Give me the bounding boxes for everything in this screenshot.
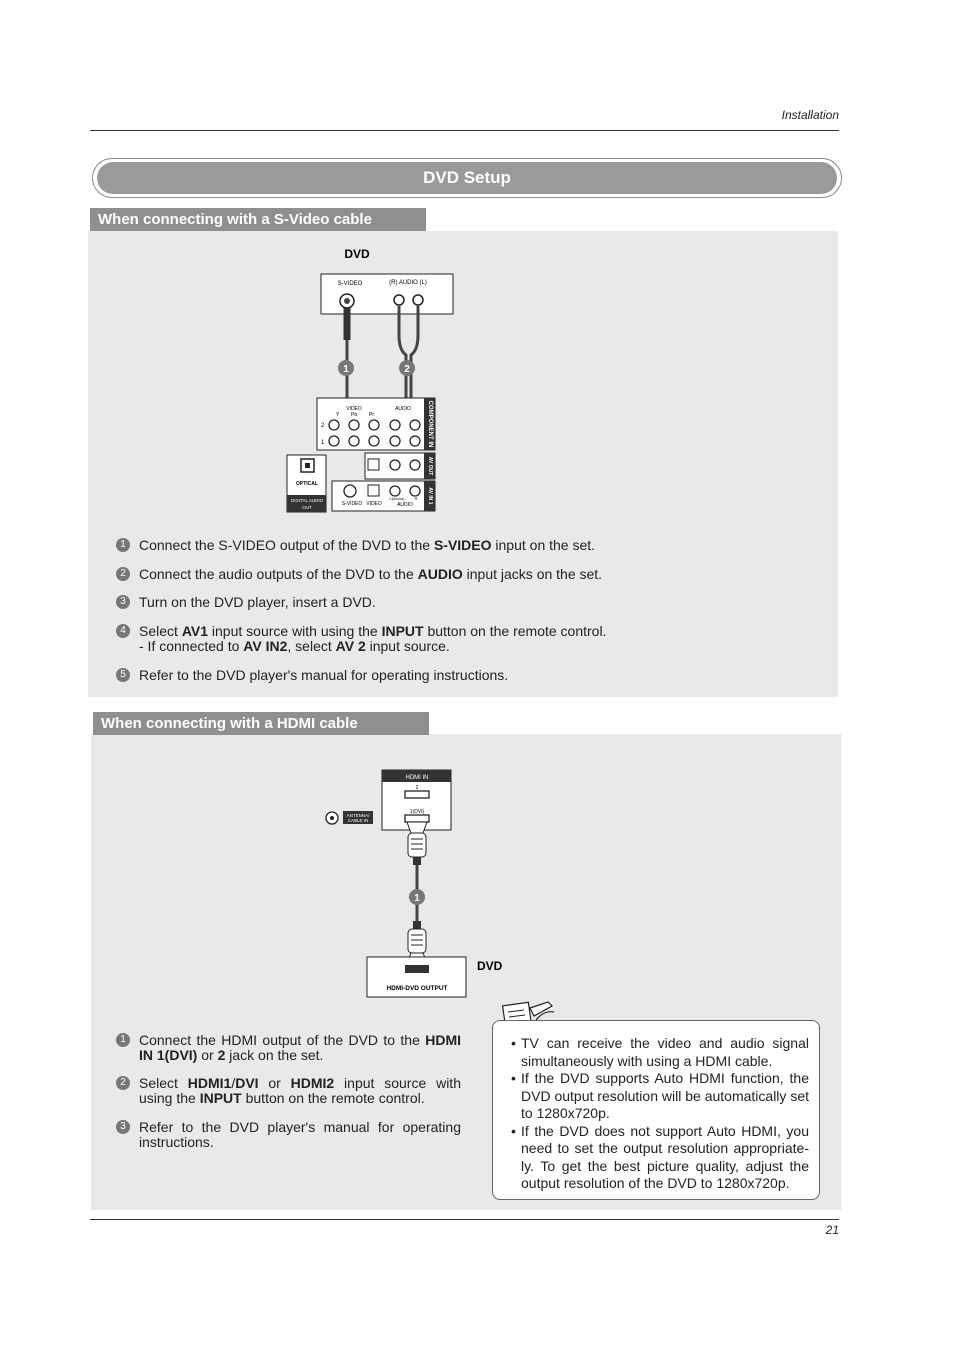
svg-text:1: 1 (321, 440, 325, 446)
step-number-badge: 4 (116, 624, 130, 638)
svideo-panel (88, 231, 838, 697)
svg-text:S-VIDEO: S-VIDEO (342, 501, 363, 507)
svg-text:OUT: OUT (302, 505, 312, 510)
step-number-badge: 1 (116, 538, 130, 552)
svg-text:AV OUT: AV OUT (427, 457, 433, 476)
step-number-badge: 3 (116, 595, 130, 609)
callout-1 (338, 360, 354, 376)
svg-text:VIDEO: VIDEO (366, 501, 382, 507)
svg-text:2: 2 (416, 785, 419, 791)
audio-port-label: (R) AUDIO (L) (389, 280, 427, 286)
hdmi-step-3: 3 Refer to the DVD player's manual for o… (116, 1120, 461, 1150)
section-label: Installation (781, 108, 839, 122)
hdmi-dvd-output-port-icon (405, 965, 429, 973)
svg-text:ANTENNA/: ANTENNA/ (347, 813, 371, 818)
svideo-in-jack-icon (343, 484, 357, 498)
svideo-port-label: S-VIDEO (338, 281, 363, 287)
svideo-step-3: 3 Turn on the DVD player, insert a DVD. (116, 595, 816, 610)
footer-rule (90, 1219, 839, 1220)
svg-text:2: 2 (404, 364, 410, 375)
hdmi-plug-bottom (407, 928, 427, 954)
dvd-label: DVD (344, 247, 370, 261)
svideo-diagram: DVD S-VIDEO (R) AUDIO (L) 1 2 COMPONENT … (286, 247, 454, 513)
page-number: 21 (825, 1223, 839, 1237)
page-title-banner: DVD Setup (92, 158, 842, 198)
svg-text:COMPONENT IN: COMPONENT IN (427, 401, 433, 448)
note-list: TV can receive the video and audio signa… (493, 1035, 809, 1193)
step-number-badge: 1 (116, 1033, 130, 1047)
hdmi-heading: When connecting with a HDMI cable (93, 712, 429, 735)
hdmi-plug-top (407, 832, 427, 858)
svideo-step-4: 4 Select AV1 input source with using the… (116, 624, 816, 654)
page-title: DVD Setup (97, 162, 837, 194)
svg-text:1(DVI): 1(DVI) (410, 809, 425, 815)
step-number-badge: 2 (116, 567, 130, 581)
hdmi-port-1-icon (404, 814, 430, 823)
hdmi-step-2: 2 Select HDMI1/DVI or HDMI2 input source… (116, 1076, 461, 1106)
svg-text:Pr: Pr (369, 412, 374, 418)
step-number-badge: 5 (116, 668, 130, 682)
audio-r-jack-icon (393, 294, 405, 306)
hdmi-port-2-icon (404, 790, 430, 799)
audio-cable-r (397, 306, 408, 415)
svg-text:R: R (415, 496, 418, 501)
svg-text:DIGITAL AUDIO: DIGITAL AUDIO (291, 498, 324, 503)
svg-text:L(mono): L(mono) (390, 496, 406, 501)
svg-text:AUDIO: AUDIO (395, 406, 411, 412)
svg-text:1: 1 (414, 893, 420, 904)
step-number-badge: 3 (116, 1120, 130, 1134)
note-item: TV can receive the video and audio signa… (511, 1035, 809, 1070)
svg-text:HDMI-DVD OUTPUT: HDMI-DVD OUTPUT (386, 985, 447, 992)
svg-text:AV IN 1: AV IN 1 (427, 487, 433, 504)
svg-text:1: 1 (343, 364, 349, 375)
svideo-step-5: 5 Refer to the DVD player's manual for o… (116, 668, 816, 683)
svg-text:Pb: Pb (351, 412, 357, 418)
svg-text:AUDIO: AUDIO (397, 502, 413, 508)
svg-text:CABLE IN: CABLE IN (348, 818, 369, 823)
dvd-label: DVD (477, 959, 503, 973)
note-item: If the DVD supports Auto HDMI function, … (511, 1070, 809, 1123)
svideo-step-1: 1 Connect the S-VIDEO output of the DVD … (116, 538, 816, 553)
callout-1 (409, 889, 425, 905)
hdmi-diagram: HDMI IN 2 1(DVI) ANTENNA/ CABLE IN 1 HDM… (325, 769, 503, 998)
step-number-badge: 2 (116, 1076, 130, 1090)
callout-2 (399, 360, 415, 376)
dvd-player-box (366, 956, 467, 998)
header-rule (90, 130, 839, 131)
hdmi-step-1: 1 Connect the HDMI output of the DVD to … (116, 1033, 461, 1063)
svideo-heading: When connecting with a S-Video cable (90, 208, 426, 231)
svg-text:2: 2 (321, 423, 325, 429)
svg-text:OPTICAL: OPTICAL (296, 481, 318, 487)
svg-text:VIDEO: VIDEO (346, 406, 362, 412)
svg-text:Y: Y (336, 412, 340, 418)
note-box: TV can receive the video and audio signa… (492, 1020, 820, 1200)
svg-text:HDMI IN: HDMI IN (406, 775, 429, 781)
note-item: If the DVD does not support Auto HDMI, y… (511, 1123, 809, 1193)
svideo-step-2: 2 Connect the audio outputs of the DVD t… (116, 567, 816, 582)
dvd-player-box (320, 273, 454, 315)
audio-l-jack-icon (412, 294, 424, 306)
